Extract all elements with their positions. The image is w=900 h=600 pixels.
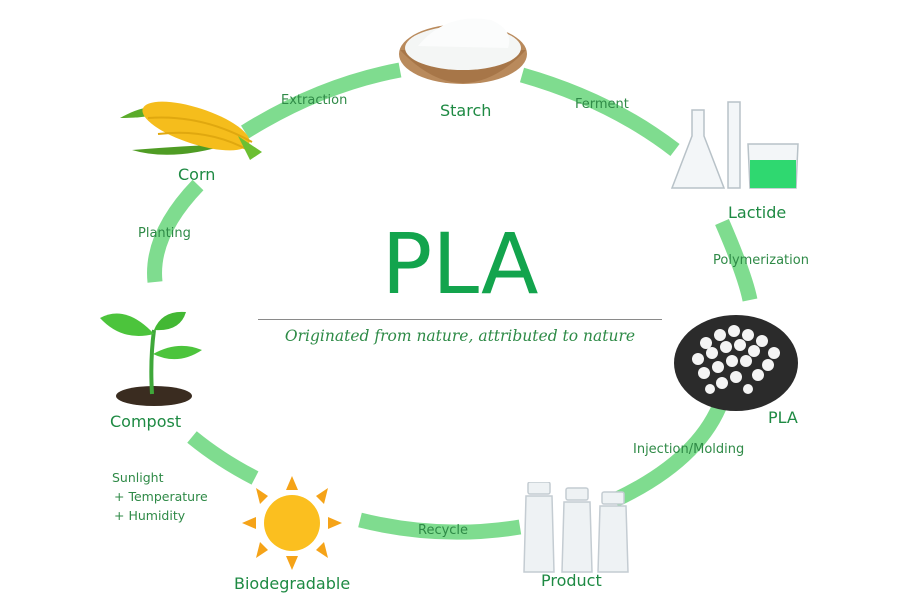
step-label-recycle: Recycle	[418, 523, 469, 538]
step-label-temperature: + Temperature	[114, 489, 208, 504]
sun-icon	[242, 476, 342, 570]
ring-segment-biodegrade	[187, 431, 259, 485]
node-label-lactide: Lactide	[728, 203, 787, 222]
bottles-icon	[523, 482, 629, 573]
node-label-product: Product	[541, 571, 602, 590]
node-label-compost: Compost	[110, 412, 182, 431]
node-label-pla: PLA	[768, 408, 798, 427]
main-title: PLA	[381, 215, 539, 313]
node-label-biodegradable: Biodegradable	[234, 574, 351, 593]
subtitle: Originated from nature, attributed to na…	[284, 327, 636, 345]
ring-segment-extraction	[241, 62, 402, 139]
step-label-polymerization: Polymerization	[713, 253, 809, 268]
ring-segments	[147, 62, 758, 540]
ring-segment-polymerization	[715, 219, 758, 302]
step-label-ferment: Ferment	[575, 97, 629, 112]
node-label-corn: Corn	[178, 165, 216, 184]
ring-segment-ferment	[519, 67, 680, 156]
title-divider	[258, 319, 662, 320]
pla-pellets-icon	[674, 315, 798, 411]
seedling-icon	[100, 311, 202, 406]
step-label-planting: Planting	[138, 226, 191, 241]
lab-glassware-icon	[670, 101, 799, 189]
step-label-injection-molding: Injection/Molding	[633, 442, 745, 457]
ring-segment-recycle	[358, 512, 522, 540]
step-label-humidity: + Humidity	[114, 508, 186, 523]
corn-icon	[120, 101, 262, 160]
ring-segment-injection	[611, 397, 730, 507]
node-label-starch: Starch	[440, 101, 492, 120]
step-label-sunlight: Sunlight	[112, 470, 164, 485]
step-label-extraction: Extraction	[281, 93, 348, 108]
starch-bowl-icon	[399, 18, 527, 84]
ring-segment-planting	[147, 179, 204, 283]
